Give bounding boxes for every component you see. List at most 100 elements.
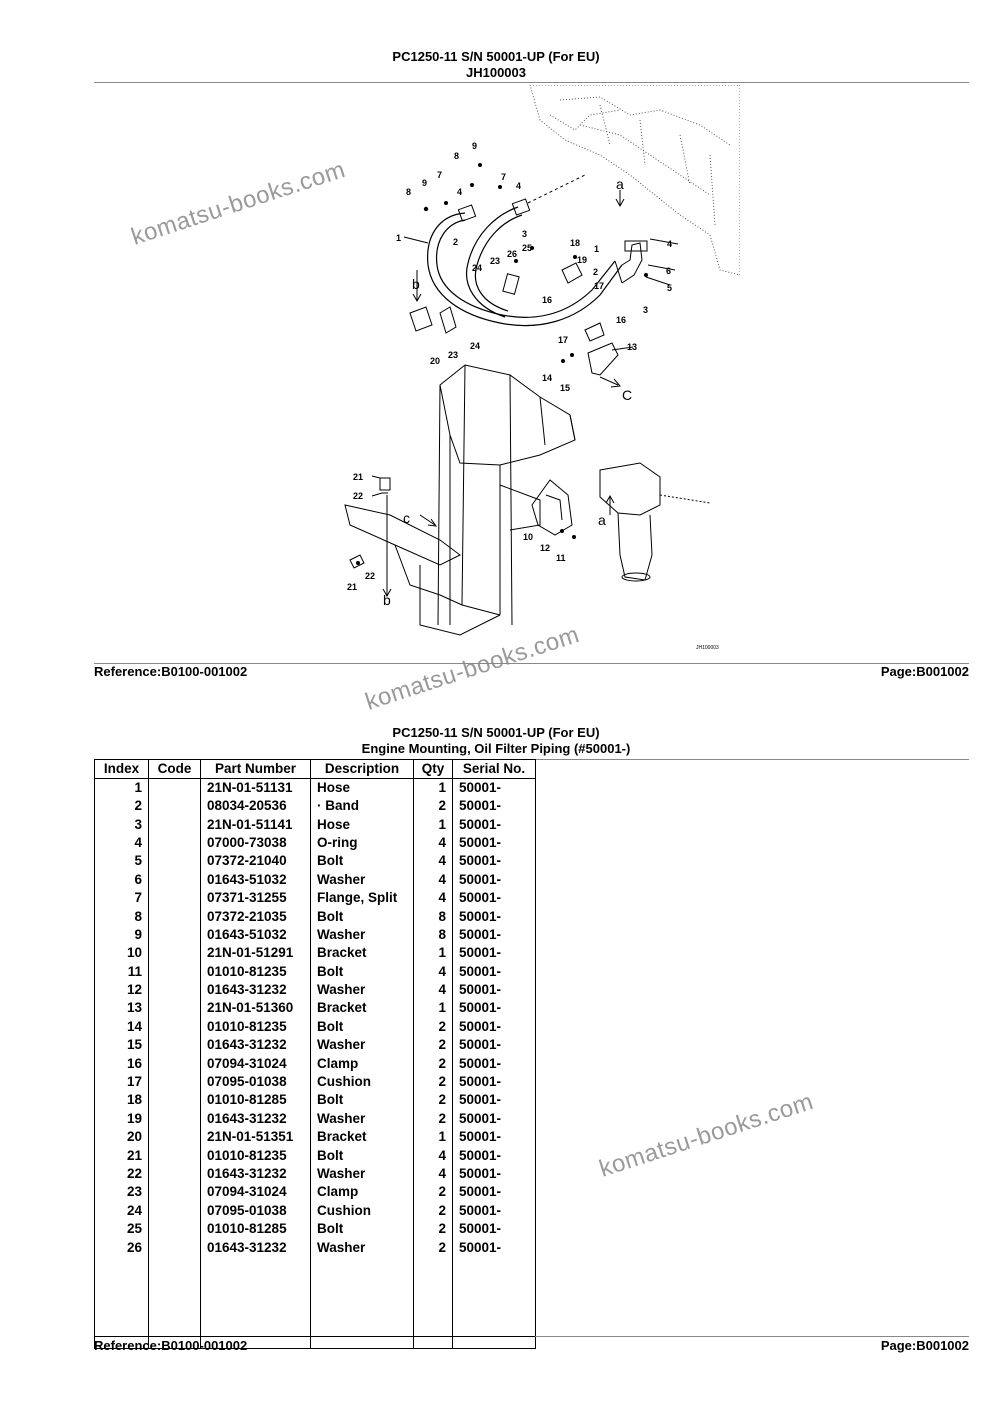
cell-code <box>148 1183 201 1202</box>
cell-code <box>148 1201 201 1220</box>
callout-13: 13 <box>627 342 637 352</box>
cell-serial-no: 50001- <box>452 852 536 871</box>
cell-qty: 2 <box>413 1054 453 1073</box>
callout-12: 12 <box>540 543 550 553</box>
cell-part-number: 21N-01-51291 <box>200 944 311 963</box>
cell-index: 15 <box>94 1036 149 1055</box>
header-index: Index <box>94 759 149 779</box>
callout-22-a: 22 <box>353 491 363 501</box>
callout-7-b: 7 <box>501 172 506 182</box>
cell-qty: 2 <box>413 797 453 816</box>
cell-description: Cushion <box>310 1201 414 1220</box>
callout-20: 20 <box>430 356 440 366</box>
cell-qty: 4 <box>413 870 453 889</box>
cell-serial-no: 50001- <box>452 1219 536 1239</box>
cell-serial-no: 50001- <box>452 1054 536 1073</box>
ref-a-upper: a <box>616 176 624 192</box>
cell-serial-no: 50001- <box>452 797 536 816</box>
cell-code <box>148 1128 201 1147</box>
cell-qty: 4 <box>413 888 453 908</box>
cell-index: 18 <box>94 1091 149 1110</box>
cell-index: 10 <box>94 944 149 963</box>
engine-block <box>529 85 740 276</box>
callout-21-a: 21 <box>353 472 363 482</box>
cell-part-number: 01010-81235 <box>200 962 311 981</box>
page2-subtitle: Engine Mounting, Oil Filter Piping (#500… <box>361 741 631 756</box>
cell-description: · Band <box>310 797 414 816</box>
header-part-number: Part Number <box>200 759 311 779</box>
page1-page-number: Page:B001002 <box>880 664 969 679</box>
cell-part-number: 01643-51032 <box>200 925 311 945</box>
cell-part-number: 01010-81285 <box>200 1219 311 1239</box>
cell-code <box>148 1238 201 1257</box>
callout-3-lower: 3 <box>643 305 648 315</box>
callout-19: 19 <box>577 255 587 265</box>
cell-serial-no: 50001- <box>452 870 536 889</box>
cell-code <box>148 1091 201 1110</box>
cell-serial-no: 50001- <box>452 778 536 797</box>
callout-5: 5 <box>667 283 672 293</box>
cell-code <box>148 852 201 871</box>
cell-part-number: 07371-31255 <box>200 888 311 908</box>
cell-index: 22 <box>94 1164 149 1184</box>
cell-code <box>148 925 201 945</box>
page1-header-rule <box>94 82 969 83</box>
cell-code <box>148 815 201 834</box>
cell-part-number: 07095-01038 <box>200 1072 311 1092</box>
cell-part-number: 07094-31024 <box>200 1054 311 1073</box>
cell-code <box>148 833 201 853</box>
page1-subtitle: JH100003 <box>466 65 526 80</box>
cell-part-number: 07095-01038 <box>200 1201 311 1220</box>
cell-description: Bolt <box>310 907 414 926</box>
cell-description: Hose <box>310 815 414 834</box>
page2-footer: Reference:B0100-001002 Page:B001002 <box>94 1338 969 1353</box>
cell-qty: 1 <box>413 778 453 797</box>
cell-qty: 2 <box>413 1072 453 1092</box>
cell-part-number: 01643-31232 <box>200 1238 311 1257</box>
table-bottom-rule <box>94 1336 535 1337</box>
cell-code <box>148 1017 201 1037</box>
cell-qty: 4 <box>413 833 453 853</box>
cell-part-number: 07000-73038 <box>200 833 311 853</box>
callout-2-right: 2 <box>593 267 598 277</box>
page2-title: PC1250-11 S/N 50001-UP (For EU) <box>392 725 600 740</box>
cell-part-number: 01010-81235 <box>200 1146 311 1165</box>
hardware-glyphs <box>356 163 648 565</box>
cell-serial-no: 50001- <box>452 1109 536 1129</box>
cell-qty: 2 <box>413 1238 453 1257</box>
cell-part-number: 08034-20536 <box>200 797 311 816</box>
cell-qty: 2 <box>413 1036 453 1055</box>
cell-description: Washer <box>310 1036 414 1055</box>
cell-part-number: 21N-01-51351 <box>200 1128 311 1147</box>
cell-serial-no: 50001- <box>452 1201 536 1220</box>
cell-serial-no: 50001- <box>452 962 536 981</box>
callout-7-a: 7 <box>437 170 442 180</box>
callout-1-left: 1 <box>396 233 401 243</box>
view-reference-letters: a a b b C c <box>383 176 632 608</box>
cell-description: Bolt <box>310 1017 414 1037</box>
cell-description: Bolt <box>310 1146 414 1165</box>
cell-qty: 4 <box>413 1146 453 1165</box>
ref-c-upper: C <box>622 387 632 403</box>
cell-description: Washer <box>310 980 414 1000</box>
cell-part-number: 01643-51032 <box>200 870 311 889</box>
cell-index: 11 <box>94 962 149 981</box>
cell-description: Clamp <box>310 1054 414 1073</box>
header-serial-no: Serial No. <box>452 759 536 779</box>
cell-code <box>148 980 201 1000</box>
cell-serial-no: 50001- <box>452 1017 536 1037</box>
callout-25: 25 <box>522 243 532 253</box>
cell-part-number: 21N-01-51141 <box>200 815 311 834</box>
parts-table: Index Code Part Number Description Qty S… <box>94 759 536 1350</box>
